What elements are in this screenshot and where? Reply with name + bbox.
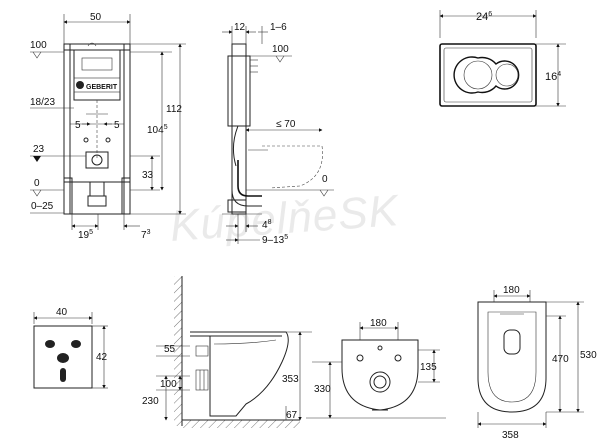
plate-width-label: 246 [476,11,492,23]
bottom-left-label: 195 [78,229,93,241]
insulation-panel: 40 42 [33,307,108,389]
bowl-side-view: 55 100 230 353 67 [142,276,312,428]
offset-right-label: 5 [114,120,120,131]
frame-front-view: 50 GEBERIT 5 5 100 [30,12,186,241]
reach-label: ≤ 70 [276,119,296,130]
bowl-top-358-label: 358 [502,430,519,441]
bowl-rear-330-label: 330 [314,384,331,395]
level-100-label: 100 [30,40,47,51]
depth-b-label: 9–135 [262,234,288,246]
bowl-side-55-label: 55 [164,344,176,355]
offset-left-label: 5 [75,120,81,131]
bowl-top-view: 180 470 530 358 [477,285,597,441]
depth-a-label: 48 [262,219,272,231]
bowl-top-530-label: 530 [580,350,597,361]
brand-logo-icon [76,81,84,89]
bowl-side-353-label: 353 [282,374,299,385]
side-top-right-label: 1–6 [270,22,287,33]
floor-range-label: 0–25 [31,201,54,212]
bowl-side-100-label: 100 [160,379,177,390]
plate-height-label: 164 [545,71,561,83]
height-104-label: 1045 [147,124,168,136]
pipe-range-label: 18/23 [30,97,55,108]
watermark: KúpelňeSK [168,186,401,251]
bowl-side-67-label: 67 [286,410,298,421]
flush-button-icon [453,56,520,94]
height-112-label: 112 [166,104,182,115]
bowl-top-470-label: 470 [552,354,569,365]
frame-brand-text: GEBERIT [86,84,118,91]
flush-plate: 246 164 [439,10,566,107]
frame-side-view: 12 1–6 100 ≤ 70 0 48 [222,22,334,246]
frame-width-label: 50 [90,12,102,23]
level-23-label: 23 [33,144,45,155]
bowl-side-230-label: 230 [142,396,159,407]
panel-height-label: 42 [96,352,108,363]
level-zero-label: 0 [34,178,40,189]
bottom-right-label: 73 [141,229,151,241]
bowl-top-180-label: 180 [503,285,520,296]
height-33-label: 33 [142,170,154,181]
bowl-rear-180-label: 180 [370,318,387,329]
bowl-rear-135-label: 135 [420,362,437,373]
side-level-100-label: 100 [272,44,289,55]
side-top-left-label: 12 [234,22,246,33]
bowl-rear-view: 180 135 330 [306,318,446,419]
panel-width-label: 40 [56,307,68,318]
side-level-zero-label: 0 [322,174,328,185]
